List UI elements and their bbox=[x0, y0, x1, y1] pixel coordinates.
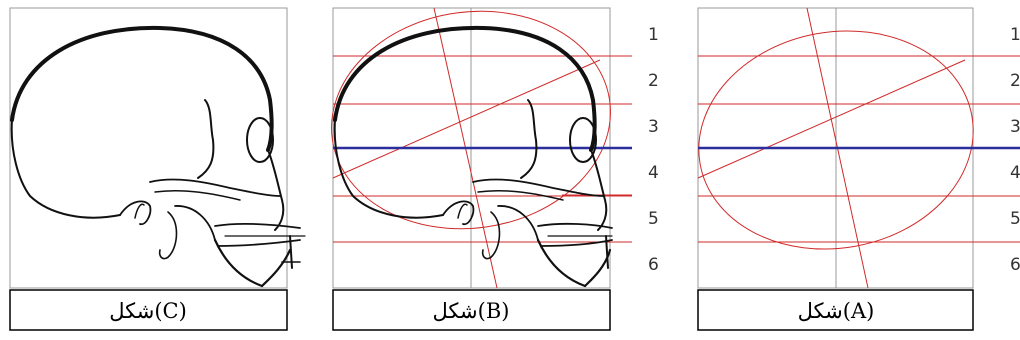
caption-box-c bbox=[9, 289, 288, 331]
row-number: 2 bbox=[1010, 71, 1020, 91]
panel-a-row-numbers: 1 2 3 4 5 6 bbox=[1010, 25, 1020, 275]
row-number: 4 bbox=[648, 163, 659, 183]
row-number: 1 bbox=[1010, 25, 1020, 45]
caption-box-a bbox=[697, 289, 974, 331]
panel-a: 1 2 3 4 5 6 bbox=[697, 7, 1020, 289]
panel-b-row-numbers: 1 2 3 4 5 6 bbox=[648, 25, 659, 275]
caption-a: شكل(A) bbox=[798, 299, 875, 323]
row-number: 1 bbox=[648, 25, 659, 45]
caption-b: شكل(B) bbox=[433, 299, 510, 323]
panel-b-guide-lines bbox=[331, 7, 632, 289]
caption-box-b bbox=[332, 289, 611, 331]
row-number: 3 bbox=[648, 117, 659, 137]
skull-drawing-b bbox=[333, 25, 613, 288]
row-number: 6 bbox=[1010, 255, 1020, 275]
row-number: 4 bbox=[1010, 163, 1020, 183]
row-number: 6 bbox=[648, 255, 659, 275]
panel-b: 1 2 3 4 5 6 bbox=[331, 7, 659, 289]
row-number: 5 bbox=[648, 209, 659, 229]
row-number: 3 bbox=[1010, 117, 1020, 137]
panel-c-frame bbox=[9, 7, 288, 289]
panel-c bbox=[9, 7, 306, 289]
caption-c: شكل(C) bbox=[109, 299, 187, 323]
row-number: 5 bbox=[1010, 209, 1020, 229]
row-number: 2 bbox=[648, 71, 659, 91]
skull-drawing-c bbox=[10, 25, 306, 288]
